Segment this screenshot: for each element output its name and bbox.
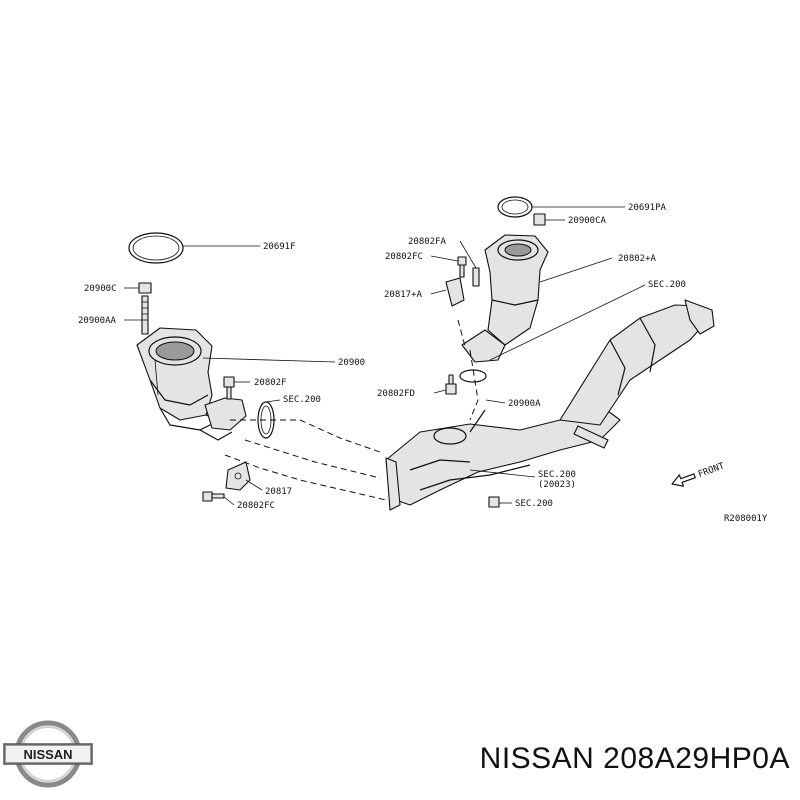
callout-sec200-bottom: SEC.200 <box>515 499 553 509</box>
nut-sec200 <box>488 496 500 508</box>
callout-20802FD: 20802FD <box>377 389 415 399</box>
bracket-20817A <box>445 277 465 307</box>
callout-20802FC-right: 20802FC <box>385 252 423 262</box>
part-number-title: NISSAN 208A29HP0A <box>479 742 790 775</box>
gasket-ring-left <box>128 232 184 264</box>
logo-text: NISSAN <box>23 747 72 762</box>
callout-20802F: 20802F <box>254 378 287 388</box>
bolt-20802F <box>223 376 235 400</box>
nut-20900CA <box>533 213 546 226</box>
callout-20691PA: 20691PA <box>628 203 667 213</box>
callout-sec200-right: SEC.200 <box>648 280 686 290</box>
callout-20802FC: 20802FC <box>237 501 275 511</box>
callout-sec200-lower: SEC.200 <box>538 470 576 480</box>
callout-20802FA: 20802FA <box>408 237 447 247</box>
callout-20900CA: 20900CA <box>568 216 607 226</box>
callout-20900AA: 20900AA <box>78 316 117 326</box>
stud-20802FA <box>472 267 480 287</box>
diagram-code: R208001Y <box>724 514 768 524</box>
bolt-20802FC-left <box>202 491 225 502</box>
bolt-20802FC-right <box>457 256 467 278</box>
front-direction-indicator: FRONT <box>671 461 726 487</box>
left-catalytic-converter <box>136 327 247 441</box>
callout-20900A: 20900A <box>508 399 541 409</box>
front-label: FRONT <box>697 461 726 480</box>
front-exhaust-y-pipe <box>385 299 715 511</box>
right-catalytic-converter <box>461 234 549 363</box>
nissan-logo: NISSAN <box>3 720 93 788</box>
callout-20802A: 20802+A <box>618 254 657 264</box>
callout-20817: 20817 <box>265 487 292 497</box>
callout-20900: 20900 <box>338 358 365 368</box>
callout-20900C: 20900C <box>84 284 117 294</box>
gasket-ring-right <box>497 196 533 218</box>
callout-20817A: 20817+A <box>384 290 423 300</box>
callout-sec200-left: SEC.200 <box>283 395 321 405</box>
bracket-20817 <box>225 461 251 491</box>
bolt-20802FD <box>445 374 457 395</box>
stud-nut-left <box>138 282 152 335</box>
callout-20691F: 20691F <box>263 242 296 252</box>
callout-sec200-lower-sub: (20023) <box>538 480 576 490</box>
